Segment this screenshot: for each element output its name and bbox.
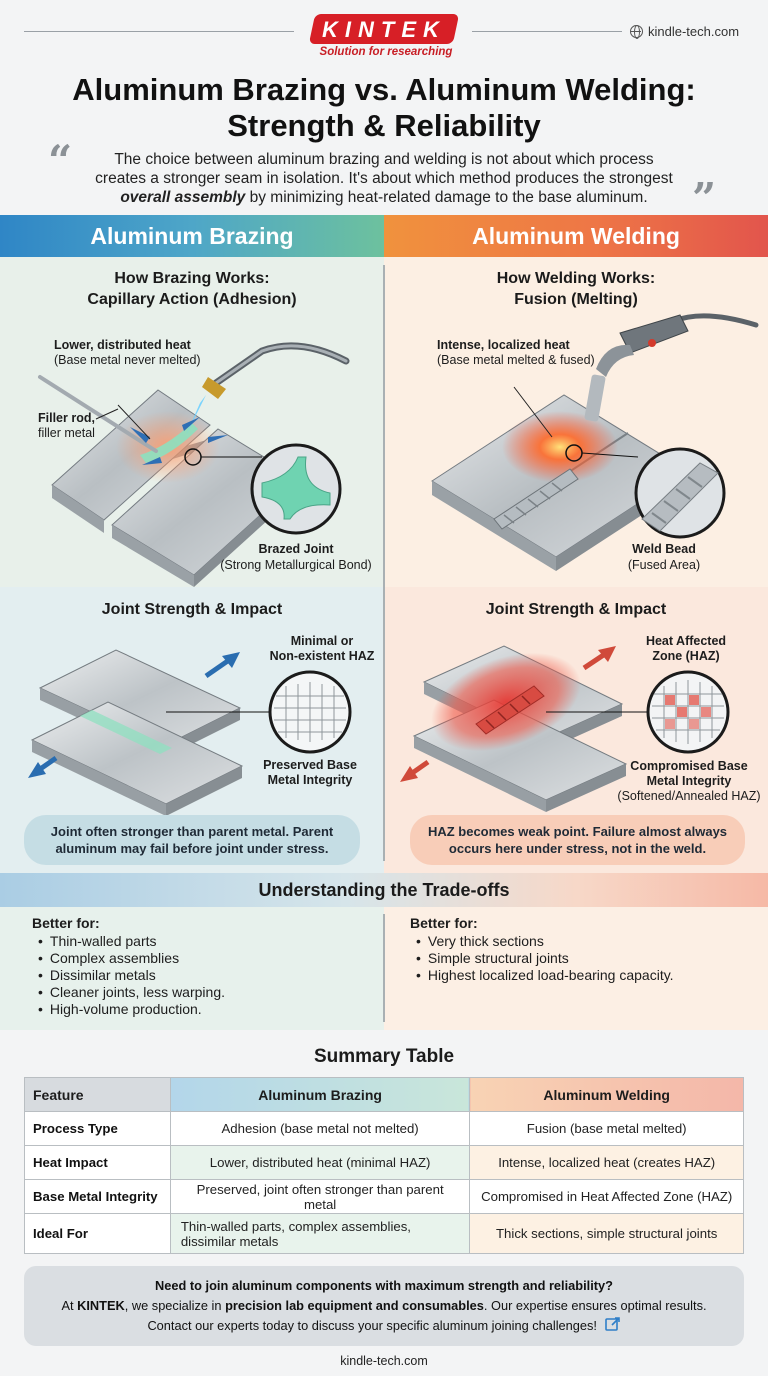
header-rule-left xyxy=(24,31,294,32)
table-row: Process Type Adhesion (base metal not me… xyxy=(24,1111,744,1146)
summary-table: Feature Aluminum Brazing Aluminum Weldin… xyxy=(24,1077,744,1254)
tension-arrows-brazing xyxy=(28,652,240,778)
open-quote-icon: “ xyxy=(48,136,73,185)
list-item: Dissimilar metals xyxy=(38,967,225,984)
haz-grain-pattern xyxy=(652,680,724,744)
brazed-joint-label: Brazed Joint (Strong Metallurgical Bond) xyxy=(220,542,372,572)
preserved-integrity-label: Preserved Base Metal Integrity xyxy=(263,758,357,787)
brazing-process-illustration xyxy=(38,342,350,587)
filler-rod-label: Filler rod, filler metal xyxy=(38,411,95,440)
welding-heat-label: Intense, localized heat (Base metal melt… xyxy=(437,338,595,367)
intro-line-3-rest: by minimizing heat-related damage to the… xyxy=(245,189,648,206)
column-divider xyxy=(383,265,385,861)
logo-tagline: Solution for researching xyxy=(319,46,453,58)
brazing-better-for: Better for: Thin-walled parts Complex as… xyxy=(32,915,225,1018)
weld-bead xyxy=(493,468,579,530)
title-line-1: Aluminum Brazing vs. Aluminum Welding: xyxy=(72,72,696,107)
haz-label: Heat Affected Zone (HAZ) xyxy=(645,634,727,663)
capillary-arrows xyxy=(130,417,228,465)
welding-heat-glow xyxy=(502,411,618,483)
table-row: Base Metal Integrity Preserved, joint of… xyxy=(24,1179,744,1214)
intro-line-3: overall assembly by minimizing heat-rela… xyxy=(60,188,708,207)
brazing-summary-pill: Joint often stronger than parent metal. … xyxy=(24,815,360,865)
table-row: Ideal For Thin-walled parts, complex ass… xyxy=(24,1213,744,1254)
table-header: Aluminum Welding xyxy=(469,1077,744,1112)
welding-cross-bead xyxy=(475,685,545,735)
list-item: High-volume production. xyxy=(38,1001,225,1018)
welding-header: Aluminum Welding xyxy=(384,215,768,257)
list-item: Highest localized load-bearing capacity. xyxy=(416,967,674,984)
cta-line-3[interactable]: Contact our experts today to discuss you… xyxy=(24,1316,744,1336)
website-link[interactable]: kindle-tech.com xyxy=(630,24,739,39)
table-header: Aluminum Brazing xyxy=(169,1077,471,1112)
tension-arrows-welding xyxy=(400,646,616,782)
globe-icon xyxy=(630,25,643,39)
grain-pattern xyxy=(274,682,346,742)
filler-rod xyxy=(38,375,158,453)
title-line-2: Strength & Reliability xyxy=(227,108,541,143)
intro-line-2: creates a stronger seam in isolation. It… xyxy=(95,170,673,187)
welding-better-for: Better for: Very thick sections Simple s… xyxy=(410,915,674,984)
external-link-icon[interactable] xyxy=(604,1316,621,1332)
cta-brand: KINTEK xyxy=(77,1298,125,1313)
weld-bead-zoom-detail xyxy=(641,462,719,532)
header-rule-right xyxy=(472,31,622,32)
cta-box: Need to join aluminum components with ma… xyxy=(24,1266,744,1346)
welding-strength-title: Joint Strength & Impact xyxy=(485,601,667,618)
brazing-strength-illustration xyxy=(28,649,352,816)
list-item: Cleaner joints, less warping. xyxy=(38,984,225,1001)
brazing-how-title: How Brazing Works: Capillary Action (Adh… xyxy=(0,268,384,310)
brazing-strength-title: Joint Strength & Impact xyxy=(101,601,283,618)
intro-line-1: The choice between aluminum brazing and … xyxy=(114,151,654,168)
cta-line-2: At KINTEK, we specialize in precision la… xyxy=(61,1298,707,1313)
table-row: Heat Impact Lower, distributed heat (min… xyxy=(24,1145,744,1180)
list-item: Simple structural joints xyxy=(416,950,674,967)
logo-text[interactable]: KINTEK xyxy=(322,17,446,42)
welding-process-illustration xyxy=(431,313,759,571)
list-item: Complex assemblies xyxy=(38,950,225,967)
welding-summary-pill: HAZ becomes weak point. Failure almost a… xyxy=(410,815,745,865)
tradeoffs-title: Understanding the Trade-offs xyxy=(0,873,768,907)
tradeoffs-divider xyxy=(383,914,385,1022)
intro-quote: The choice between aluminum brazing and … xyxy=(60,150,708,207)
table-header-row: Feature Aluminum Brazing Aluminum Weldin… xyxy=(24,1077,744,1112)
close-quote-icon: ” xyxy=(692,174,717,223)
brazing-filler-flow xyxy=(140,423,198,463)
intro-emphasis: overall assembly xyxy=(120,189,246,206)
page-title: Aluminum Brazing vs. Aluminum Welding: S… xyxy=(20,72,748,144)
welding-how-title-1: How Welding Works: xyxy=(496,270,656,287)
cta-emphasis: precision lab equipment and consumables xyxy=(225,1298,484,1313)
list-item: Thin-walled parts xyxy=(38,933,225,950)
header: KINTEK Solution for researching kindle-t… xyxy=(0,0,768,70)
haz-glow xyxy=(431,652,581,752)
table-header: Feature xyxy=(24,1077,171,1112)
welding-how-title-2: Fusion (Melting) xyxy=(514,291,638,308)
brazing-how-title-2: Capillary Action (Adhesion) xyxy=(87,291,297,308)
summary-table-title: Summary Table xyxy=(313,1046,455,1067)
compromised-integrity-label: Compromised Base Metal Integrity (Soften… xyxy=(617,759,761,803)
cta-question: Need to join aluminum components with ma… xyxy=(155,1278,613,1293)
minimal-haz-label: Minimal or Non-existent HAZ xyxy=(269,634,375,663)
brazing-heat-label: Lower, distributed heat (Base metal neve… xyxy=(54,338,201,367)
brazing-lower-plate xyxy=(30,701,244,816)
list-item: Very thick sections xyxy=(416,933,674,950)
welding-how-title: How Welding Works: Fusion (Melting) xyxy=(384,268,768,310)
footer-website[interactable]: kindle-tech.com xyxy=(340,1354,428,1368)
brazing-joint-band xyxy=(80,710,172,754)
brazing-header: Aluminum Brazing xyxy=(0,215,384,257)
welding-torch xyxy=(584,313,759,422)
weld-bead-label: Weld Bead (Fused Area) xyxy=(627,542,701,572)
website-text: kindle-tech.com xyxy=(648,24,740,39)
brazing-torch xyxy=(186,342,350,435)
brazing-how-title-1: How Brazing Works: xyxy=(114,270,270,287)
welding-strength-illustration xyxy=(400,645,730,812)
